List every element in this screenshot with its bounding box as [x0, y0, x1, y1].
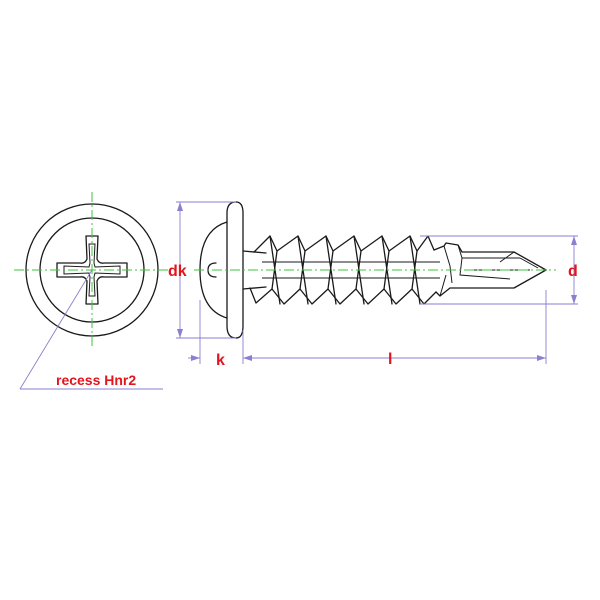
phillips-recess-cross — [56, 235, 128, 305]
thread-top-profile — [253, 235, 435, 253]
recess-leader: recess Hnr2 — [19, 269, 163, 390]
dimension-dk: dk — [168, 201, 236, 339]
dimension-l: l — [243, 290, 547, 368]
drill-point-cutting-edge — [470, 251, 530, 271]
dimension-label-l: l — [388, 351, 392, 368]
dimension-label-d: d — [568, 263, 578, 280]
shank-core — [262, 261, 440, 279]
phillips-recess-inner — [63, 243, 121, 297]
dimension-label-k: k — [216, 352, 225, 369]
recess-label: recess Hnr2 — [56, 372, 136, 388]
screw-side-view — [194, 201, 556, 339]
thread-bottom-profile — [249, 287, 437, 305]
dimension-label-dk: dk — [168, 263, 187, 280]
dimension-d: d — [420, 235, 578, 305]
drill-point-flutes — [439, 244, 539, 297]
